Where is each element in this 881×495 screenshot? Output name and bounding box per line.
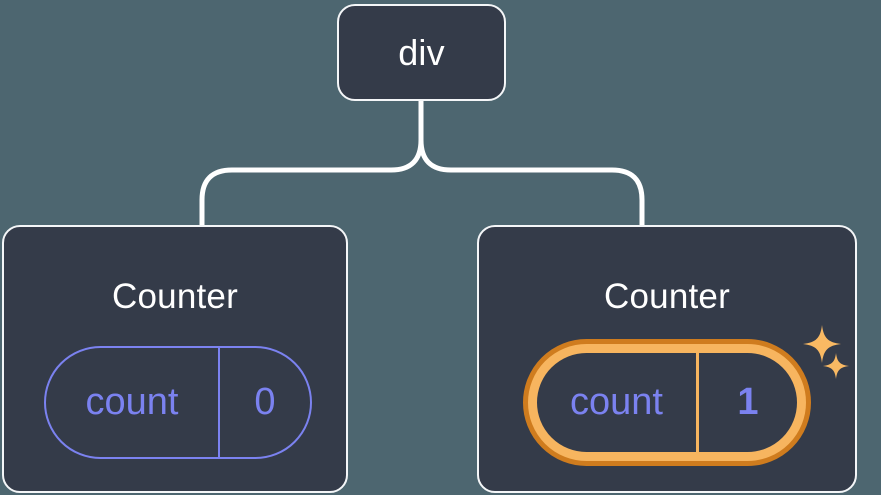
state-key-label: count xyxy=(85,381,179,423)
highlight-ring-inner: count 1 xyxy=(528,344,806,461)
node-div[interactable]: div xyxy=(337,4,506,101)
node-counter-right-label: Counter xyxy=(604,277,730,316)
state-key-label: count xyxy=(570,381,663,423)
highlight-ring-outer xyxy=(523,339,811,466)
state-pill-count-right-highlighted[interactable]: count 1 xyxy=(523,339,811,466)
node-div-label: div xyxy=(398,31,445,73)
state-value-label: 1 xyxy=(696,353,797,452)
node-counter-left-label: Counter xyxy=(112,277,238,316)
node-counter-right[interactable]: Counter count 1 xyxy=(477,225,857,493)
state-pill-count-left[interactable]: count 0 xyxy=(44,346,312,459)
node-counter-left[interactable]: Counter count 0 xyxy=(2,225,348,493)
sparkle-small-icon xyxy=(823,353,849,379)
state-value-label: 0 xyxy=(218,348,310,457)
